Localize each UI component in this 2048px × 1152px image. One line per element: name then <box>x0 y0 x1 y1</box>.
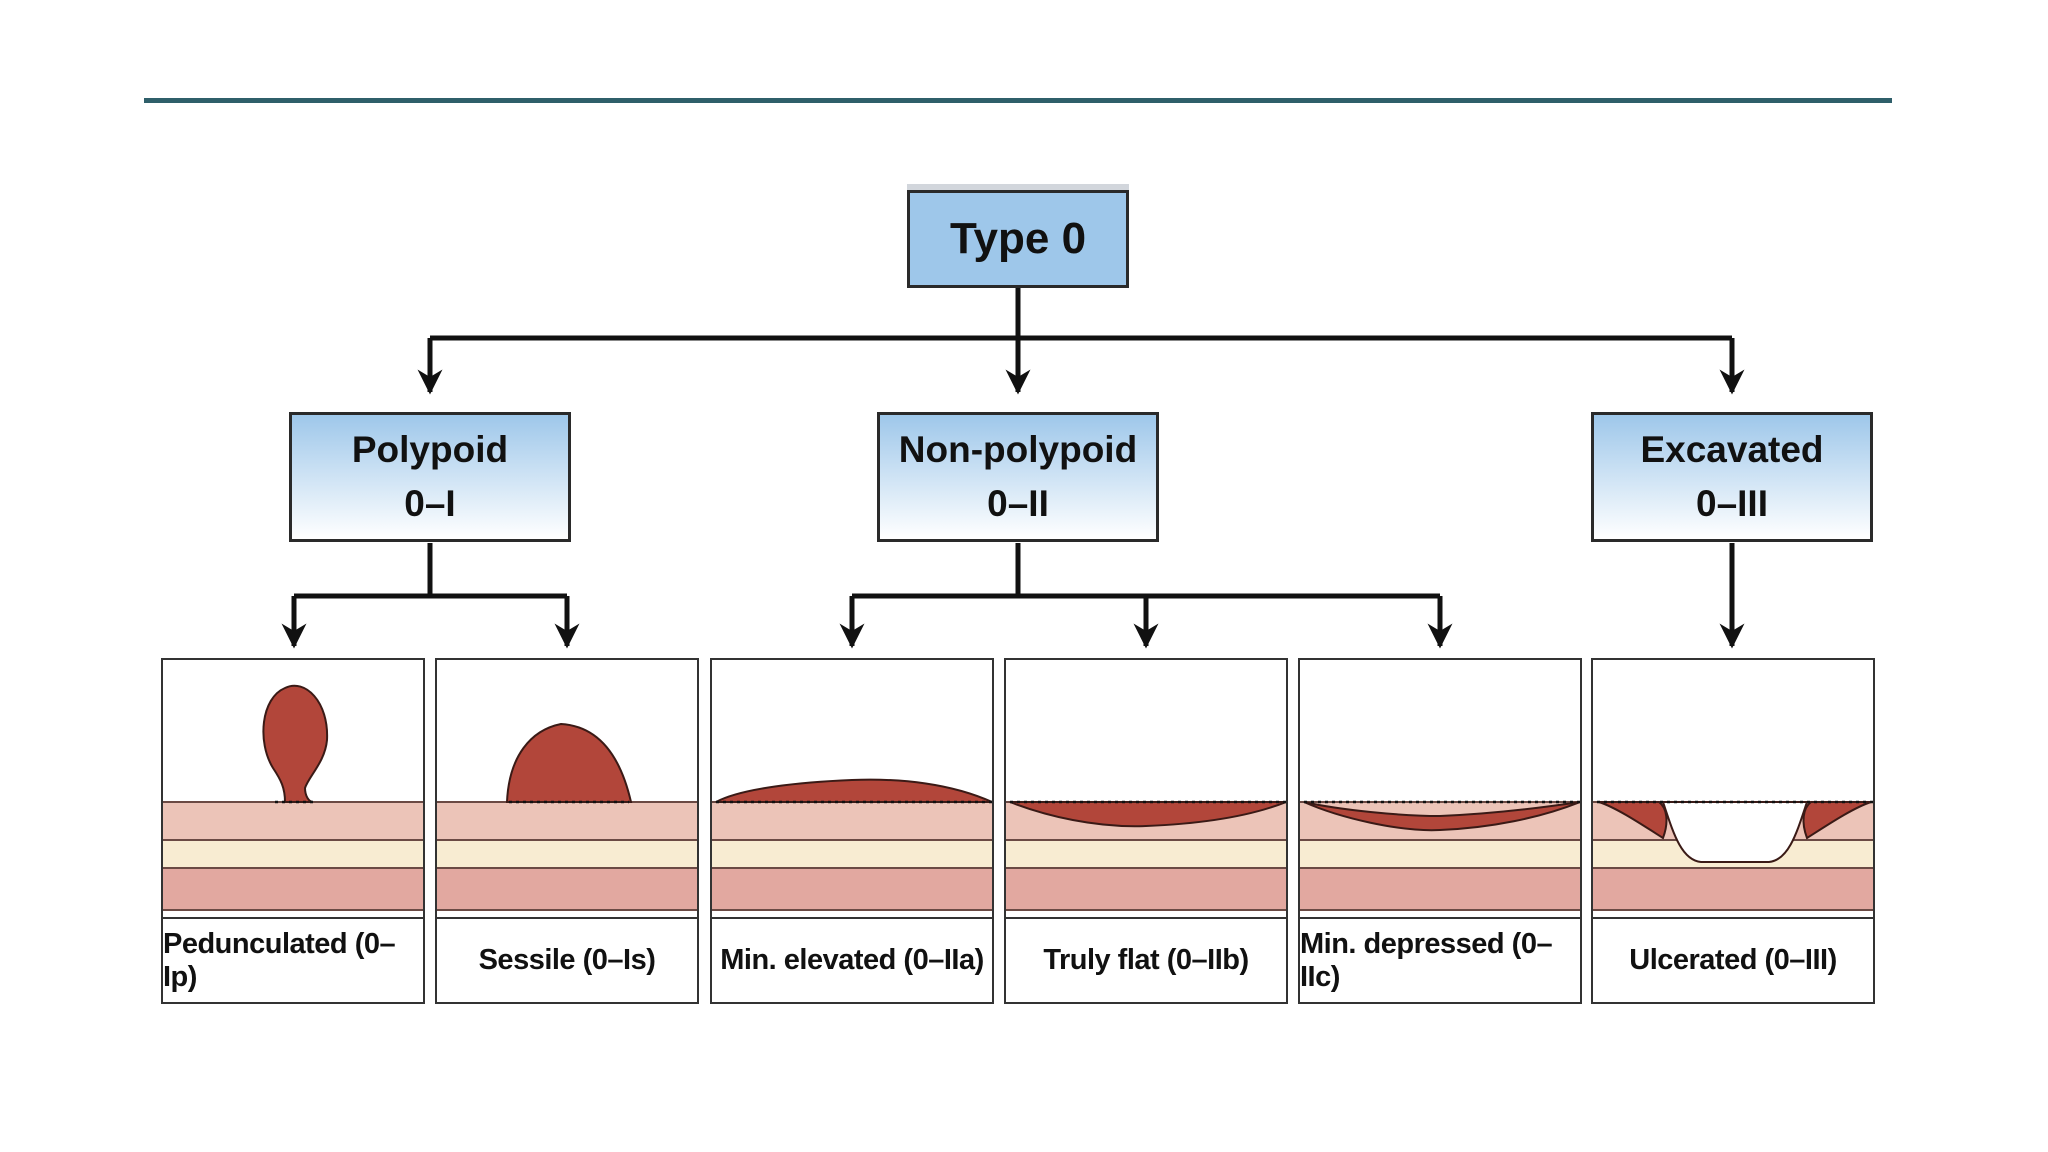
min-elevated-lesion <box>715 778 992 803</box>
subtype-caption: Sessile (0–Is) <box>437 917 697 1002</box>
subtype-panel-sessile: Sessile (0–Is) <box>435 658 699 1004</box>
truly-flat-lesion <box>1009 801 1286 828</box>
sessile-illustration <box>437 722 697 911</box>
submucosa-layer <box>1006 840 1286 868</box>
category-code: 0–II <box>987 483 1049 524</box>
category-code: 0–III <box>1696 483 1768 524</box>
header-rule <box>144 98 1892 103</box>
category-name: Non-polypoid <box>898 429 1138 470</box>
subtype-panel-min-depressed: Min. depressed (0–IIc) <box>1298 658 1582 1004</box>
subtype-caption: Min. elevated (0–IIa) <box>712 917 992 1002</box>
subtype-panel-pedunculated: Pedunculated (0–Ip) <box>161 658 425 1004</box>
mucosa-layer <box>712 802 992 840</box>
submucosa-layer <box>163 840 423 868</box>
subtype-panel-ulcerated: Ulcerated (0–III) <box>1591 658 1875 1004</box>
muscularis-layer <box>712 868 992 910</box>
muscularis-layer <box>1300 868 1580 910</box>
pedunculated-polyp <box>262 684 329 803</box>
subtype-panel-truly-flat: Truly flat (0–IIb) <box>1004 658 1288 1004</box>
muscularis-layer <box>1006 868 1286 910</box>
ulcer-rim-left <box>1598 801 1668 840</box>
subtype-caption: Pedunculated (0–Ip) <box>163 917 423 1002</box>
ulcer-rim-right <box>1802 801 1872 840</box>
submucosa-layer <box>1300 840 1580 868</box>
muscularis-layer <box>163 868 423 910</box>
subtype-caption: Min. depressed (0–IIc) <box>1300 917 1580 1002</box>
category-code: 0–I <box>404 483 456 524</box>
subtype-caption: Ulcerated (0–III) <box>1593 917 1873 1002</box>
root-node: Type 0 <box>907 190 1129 288</box>
truly-flat-illustration <box>1006 800 1286 911</box>
submucosa-layer <box>712 840 992 868</box>
mucosa-layer <box>163 802 423 840</box>
category-name: Polypoid <box>351 429 509 470</box>
ulcerated-illustration <box>1593 800 1873 911</box>
sessile-polyp <box>505 722 633 803</box>
category-name: Excavated <box>1640 429 1824 470</box>
root-label: Type 0 <box>949 214 1087 263</box>
min-depressed-illustration <box>1300 800 1580 911</box>
category-node-non-polypoid: Non-polypoid 0–II <box>877 412 1159 542</box>
category-node-polypoid: Polypoid 0–I <box>289 412 571 542</box>
subtype-caption: Truly flat (0–IIb) <box>1006 917 1286 1002</box>
muscularis-layer <box>1593 868 1873 910</box>
min-elevated-illustration <box>712 778 992 911</box>
subtype-panel-min-elevated: Min. elevated (0–IIa) <box>710 658 994 1004</box>
pedunculated-illustration <box>163 684 423 911</box>
category-node-excavated: Excavated 0–III <box>1591 412 1873 542</box>
mucosa-layer <box>437 802 697 840</box>
submucosa-layer <box>437 840 697 868</box>
ulcer-crater <box>1661 801 1809 863</box>
muscularis-layer <box>437 868 697 910</box>
